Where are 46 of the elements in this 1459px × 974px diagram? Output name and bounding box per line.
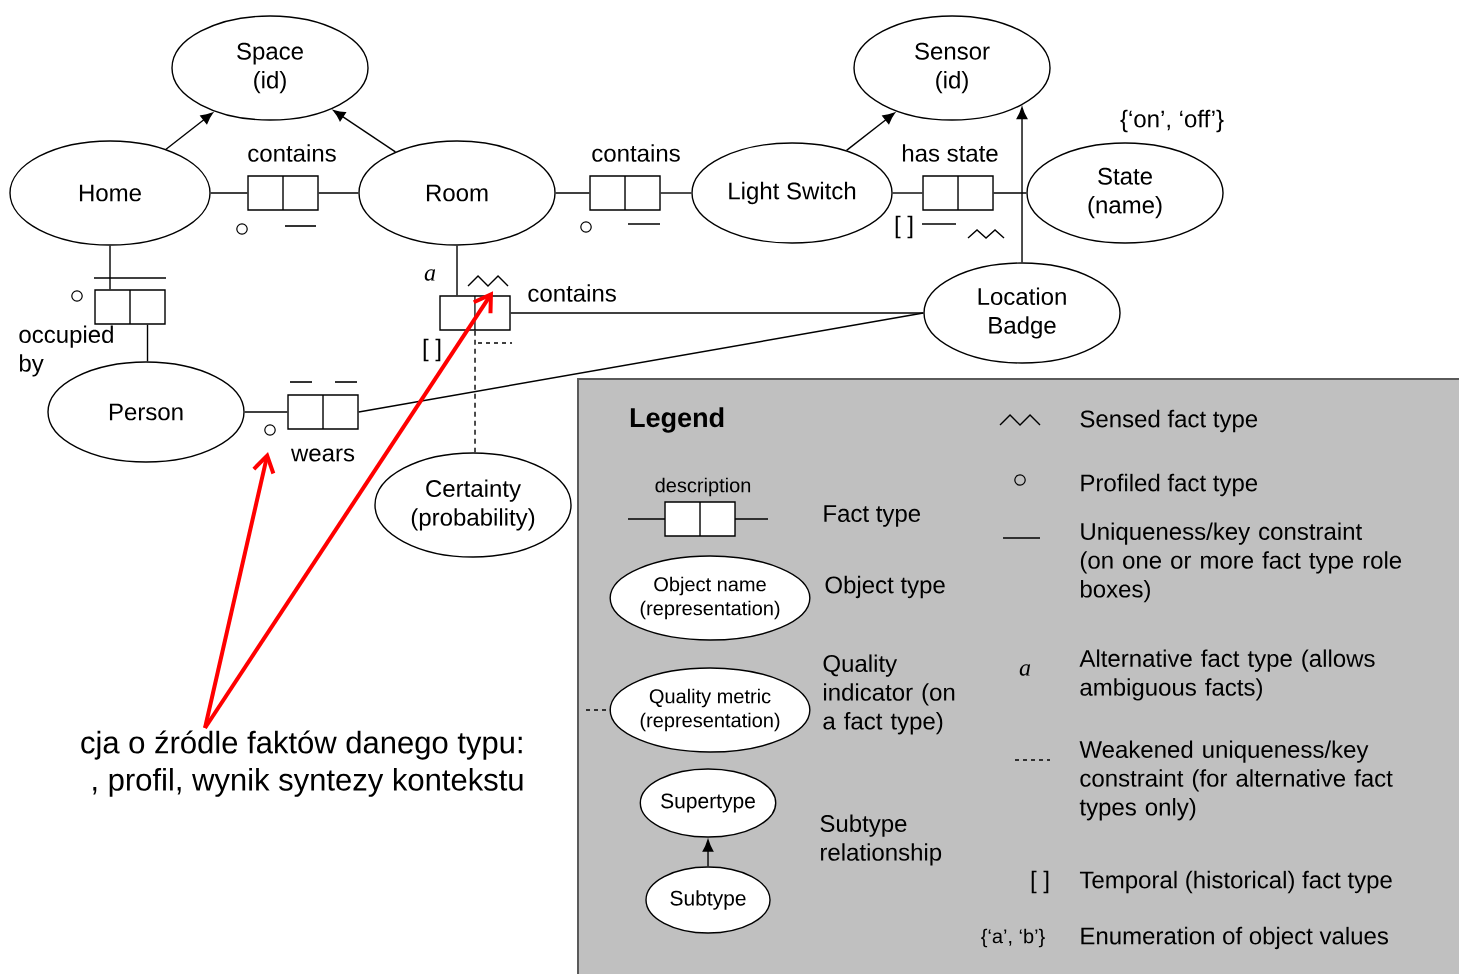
constraint-symbol: [ ] bbox=[895, 215, 913, 239]
subtype-arrow bbox=[702, 839, 714, 867]
role-connector bbox=[510, 312, 924, 314]
role-connector bbox=[358, 312, 924, 413]
fact-type-label: contains bbox=[248, 144, 336, 162]
role-connector bbox=[555, 192, 591, 194]
subtype-arrow bbox=[165, 112, 213, 150]
role-connector bbox=[210, 192, 248, 194]
legend-text: Alternative fact type (allows ambiguous facts) bbox=[1079, 649, 1375, 701]
pointer-arrow bbox=[203, 452, 276, 729]
legend-title: Legend bbox=[630, 407, 724, 433]
fact-type-label: contains bbox=[592, 144, 680, 162]
legend-text: Fact type bbox=[824, 505, 920, 527]
legend-text: Uniqueness/key constraint (on one or more fact type role boxes) bbox=[1080, 522, 1402, 603]
role-connector bbox=[109, 245, 111, 290]
constraint-symbol: a bbox=[424, 269, 436, 281]
role-connector bbox=[146, 324, 149, 362]
legend-text: Quality indicator (on a fact type) bbox=[823, 654, 955, 735]
subtype-arrow bbox=[1016, 107, 1028, 263]
fact-type-label: has state bbox=[903, 144, 998, 162]
legend-text: Sensed fact type bbox=[1080, 409, 1258, 433]
legend-text: Temporal (historical) fact type bbox=[1079, 870, 1392, 894]
role-connector bbox=[993, 192, 1027, 194]
subtype-arrow bbox=[333, 109, 397, 153]
annotation-text: cja o źródle faktów danego typu: , profil, wynik syntezy kontekstu bbox=[81, 730, 523, 797]
subtype-arrow bbox=[845, 112, 896, 152]
quality-indicator-line bbox=[474, 330, 476, 453]
value-enumeration: {‘a’, ‘b’} bbox=[981, 928, 1045, 948]
legend-text: Enumeration of object values bbox=[1081, 926, 1388, 950]
fact-type-label: contains bbox=[528, 284, 616, 302]
role-connector bbox=[318, 192, 359, 194]
role-connector bbox=[660, 192, 692, 194]
fact-type-label: description bbox=[655, 477, 751, 497]
role-connector bbox=[244, 411, 288, 413]
role-connector bbox=[892, 192, 924, 194]
constraint-symbol: [ ] bbox=[1031, 870, 1049, 894]
constraint-symbol: [ ] bbox=[423, 338, 441, 362]
constraint-symbol: a bbox=[1019, 664, 1031, 676]
legend-text: Object type bbox=[825, 575, 945, 599]
legend-text: Weakened uniqueness/key constraint (for alternative fact types only) bbox=[1079, 740, 1393, 821]
pointer-arrow bbox=[203, 291, 493, 730]
role-connector bbox=[456, 245, 458, 296]
value-enumeration: {‘on’, ‘off’} bbox=[1120, 109, 1224, 133]
legend-text: Profiled fact type bbox=[1081, 473, 1258, 497]
fact-type-label: wears bbox=[290, 448, 355, 462]
legend-text: Subtype relationship bbox=[820, 814, 942, 866]
